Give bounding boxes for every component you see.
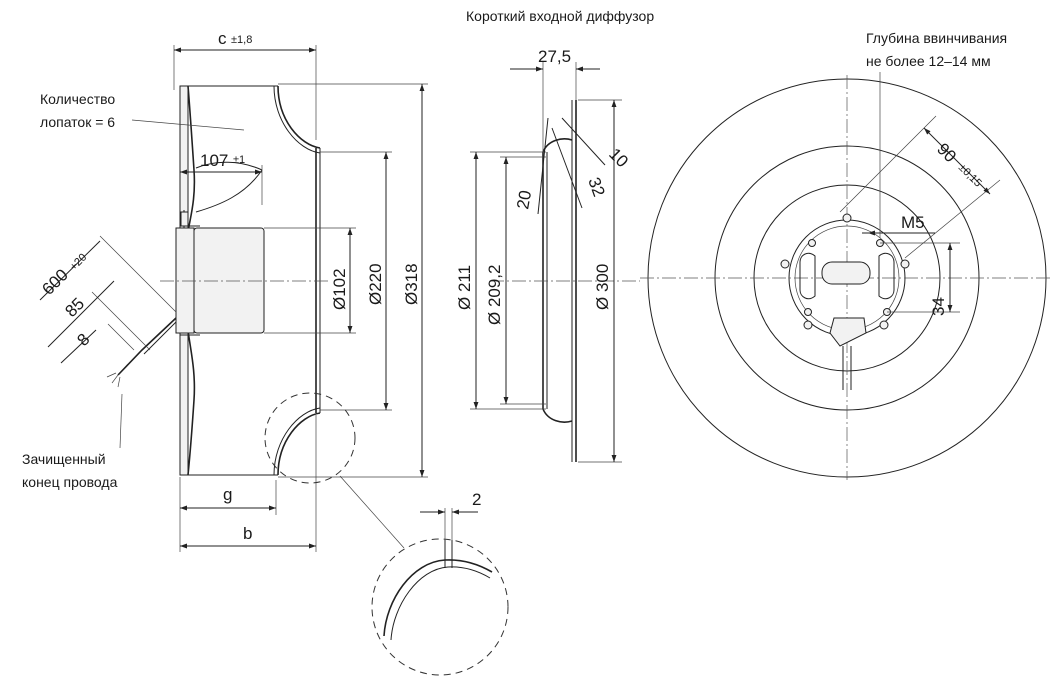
dim-600: 600 <box>38 265 71 298</box>
dim-8: 8 <box>73 330 93 350</box>
dim-c: c <box>218 29 227 48</box>
dim-90: 90 <box>933 139 960 166</box>
screw-depth-label-1: Глубина ввинчивания <box>866 30 1007 46</box>
front-view: 90 ±0,15 M5 34 Глубина ввинчивания не бо… <box>640 30 1050 480</box>
dim-d209-2: Ø 209,2 <box>485 265 504 326</box>
cable-assembly: 600 +20 85 8 Зачищенный конец провода <box>22 235 177 490</box>
dim-b: b <box>243 524 252 543</box>
dim-107: 107 <box>200 151 228 170</box>
dim-27-5: 27,5 <box>538 47 571 66</box>
blade-count-label-2: лопаток = 6 <box>40 114 115 130</box>
dim-85: 85 <box>61 294 88 321</box>
diffuser-section: Ø 211 Ø 209,2 Ø 300 27,5 20 32 10 <box>455 47 640 463</box>
dim-10: 10 <box>605 144 632 171</box>
dim-d220: Ø220 <box>366 263 385 305</box>
wire-label-1: Зачищенный <box>22 451 106 467</box>
dim-d211: Ø 211 <box>455 265 474 310</box>
dim-d318: Ø318 <box>402 263 421 305</box>
blade-count-label-1: Количество <box>40 91 115 107</box>
dim-2: 2 <box>472 490 481 509</box>
mount-holes <box>780 213 910 330</box>
diffuser-title: Короткий входной диффузор <box>466 8 654 24</box>
motor-hub <box>175 227 195 334</box>
dim-m5: M5 <box>901 213 925 232</box>
side-view: c ±1,8 <box>40 29 428 552</box>
dim-d102: Ø102 <box>330 268 349 310</box>
dim-34: 34 <box>929 297 948 316</box>
electronics-window <box>821 261 871 285</box>
dim-32: 32 <box>584 175 608 199</box>
wire-label-2: конец провода <box>22 474 118 490</box>
screw-depth-label-2: не более 12–14 мм <box>866 53 991 69</box>
dim-g: g <box>223 485 232 504</box>
detail-circle <box>371 538 509 676</box>
cable-gland <box>829 317 867 347</box>
dim-d300: Ø 300 <box>593 264 612 310</box>
detail-view: 2 <box>371 490 509 676</box>
dim-20: 20 <box>513 189 535 211</box>
dim-c-tolerance: ±1,8 <box>231 34 252 46</box>
dim-107-tolerance: ±1 <box>233 154 245 166</box>
dim-90-tolerance: ±0,15 <box>956 162 984 190</box>
detail-callout-circle <box>264 392 356 484</box>
